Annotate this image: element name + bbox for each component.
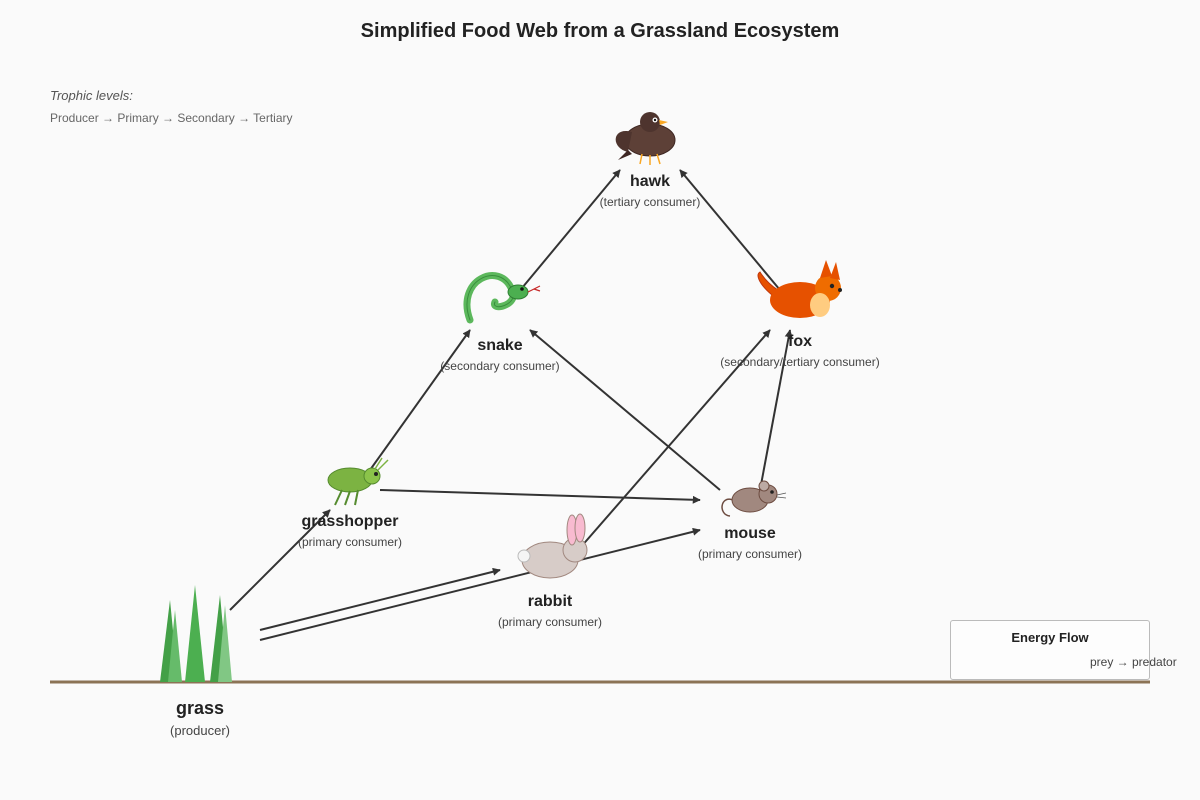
snake-name: snake (477, 337, 523, 354)
arrow-snake-to-hawk (521, 169, 621, 289)
arrow-rabbit-to-fox (579, 329, 771, 549)
grasshopper-name: grasshopper (301, 513, 399, 530)
grass-label: grass (producer) (90, 698, 310, 738)
hawk-label: hawk (tertiary consumer) (540, 173, 760, 209)
hawk-icon (615, 112, 676, 165)
trophic-levels-sequence: Producer → Primary → Secondary → Tertiar… (50, 111, 293, 125)
energy-flow-arrows (229, 169, 793, 641)
energy-flow-title: Energy Flow (1011, 630, 1089, 645)
mouse-label: mouse (primary consumer) (640, 525, 860, 561)
fox-icon (757, 260, 842, 318)
snake-role: (secondary consumer) (440, 359, 560, 373)
energy-flow-legend: Energy Flow (950, 620, 1150, 680)
rabbit-name: rabbit (527, 593, 573, 610)
arrow-fox-to-hawk (679, 169, 781, 291)
snake-label: snake (secondary consumer) (390, 337, 610, 373)
arrow-mouse-to-snake (529, 329, 721, 491)
grass-role: (producer) (170, 723, 230, 738)
grasshopper-icon (327, 457, 389, 506)
hawk-role: (tertiary consumer) (599, 195, 701, 209)
trophic-levels-heading: Trophic levels: (50, 88, 133, 103)
grasshopper-label: grasshopper (primary consumer) (240, 513, 460, 549)
rabbit-role: (primary consumer) (497, 615, 602, 629)
fox-name: fox (788, 333, 812, 350)
hawk-name: hawk (629, 173, 670, 190)
arrow-grasshopper-to-mouse (379, 489, 701, 504)
energy-flow-text: prey → predator (1090, 655, 1177, 669)
arrow-grass-to-rabbit (259, 567, 501, 631)
rabbit-label: rabbit (primary consumer) (440, 593, 660, 629)
mouse-name: mouse (724, 525, 776, 542)
trophic-levels-legend: Trophic levels: Producer → Primary → Sec… (50, 88, 293, 125)
grass-name: grass (175, 698, 225, 718)
mouse-role: (primary consumer) (697, 547, 802, 561)
arrow-mouse-to-fox (759, 329, 793, 491)
grasshopper-role: (primary consumer) (297, 535, 402, 549)
fox-label: fox (secondary/tertiary consumer) (690, 333, 910, 369)
arrow-grass-to-mouse (259, 527, 701, 641)
grass-icon (160, 585, 232, 682)
arrow-grasshopper-to-snake (369, 329, 471, 471)
snake-icon (463, 272, 541, 324)
rabbit-icon (517, 513, 588, 579)
diagram-title: Simplified Food Web from a Grassland Eco… (360, 20, 840, 42)
mouse-icon (721, 480, 787, 517)
fox-role: (secondary/tertiary consumer) (720, 355, 880, 369)
arrow-grass-to-grasshopper (229, 509, 331, 611)
